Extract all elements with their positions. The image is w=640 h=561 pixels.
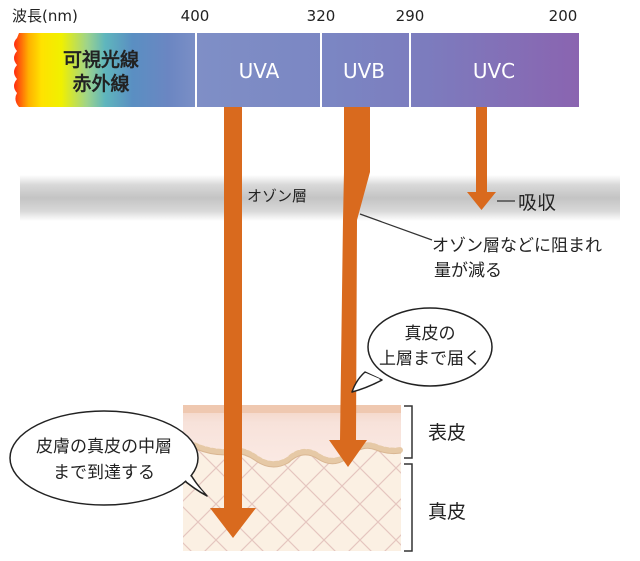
stratum-corneum [183, 405, 401, 413]
tick-label-200: 200 [549, 7, 578, 25]
tick-label-290: 290 [396, 7, 425, 25]
basal-layer-line [180, 440, 404, 467]
uvb-callout-bubble [351, 307, 493, 393]
uvb-callout-line2: 上層まで届く [379, 349, 481, 369]
spectrum-band [14, 33, 579, 107]
epidermis-label: 表皮 [428, 422, 466, 444]
wavelength-label: 波長(nm) [12, 7, 78, 25]
uvb-band-label: UVB [343, 59, 385, 83]
uva-callout-line2: まで到達する [53, 463, 155, 483]
ozone-layer-band [20, 175, 620, 221]
dermis-bracket [404, 463, 413, 552]
uvb-callout-line1: 真皮の [405, 324, 456, 344]
tick-label-400: 400 [181, 7, 210, 25]
uva-callout-line1: 皮膚の真皮の中層 [36, 437, 172, 457]
tick-label-320: 320 [307, 7, 336, 25]
ozone-layer-label: オゾン層 [247, 187, 307, 205]
uva-callout-bubble [9, 410, 208, 506]
skin-block [180, 405, 404, 551]
epidermis-bracket [404, 405, 413, 459]
reduce-label-line2: 量が減る [434, 261, 502, 281]
uva-arrow [210, 107, 256, 538]
visible-light-label: 可視光線 [63, 48, 139, 71]
uva-band-label: UVA [239, 59, 280, 83]
infrared-label: 赤外線 [72, 72, 129, 95]
uvb-arrow [329, 107, 370, 467]
dermis-label: 真皮 [428, 501, 466, 523]
reduce-label-line1: オゾン層などに阻まれ [432, 236, 602, 256]
absorb-label: 吸収 [518, 192, 556, 214]
uv-band [196, 33, 579, 107]
visible-ir-band [14, 33, 196, 107]
basal-layer-edge [182, 445, 402, 468]
reduce-leader-line [359, 213, 433, 241]
uvc-band-label: UVC [473, 59, 515, 83]
uvc-arrow [467, 107, 496, 210]
